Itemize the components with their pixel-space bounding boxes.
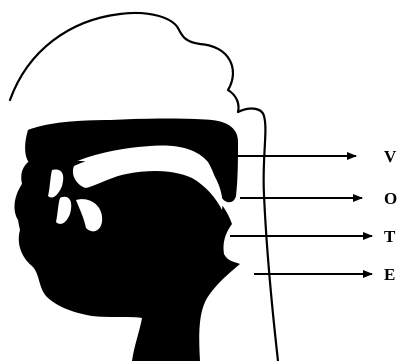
label-o: O bbox=[384, 189, 397, 208]
label-t: T bbox=[384, 227, 396, 246]
label-e: E bbox=[384, 265, 395, 284]
label-v: V bbox=[384, 147, 397, 166]
